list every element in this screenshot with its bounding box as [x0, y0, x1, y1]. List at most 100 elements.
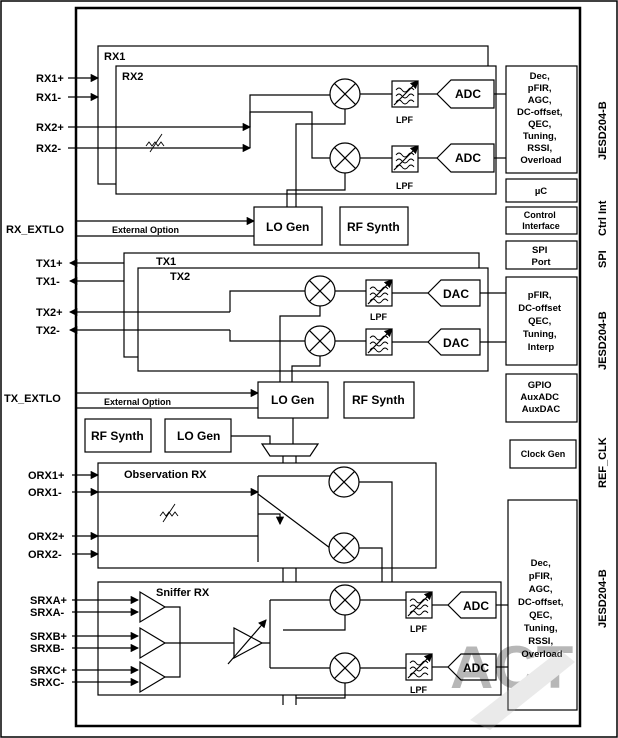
gpio-text: GPIO AuxADC AuxDAC — [520, 380, 561, 415]
rx2-label: RX2 — [122, 71, 143, 83]
tx-external-option: External Option — [104, 397, 171, 407]
chip-boundary — [74, 6, 582, 728]
rx1-lpf-icon — [392, 81, 418, 107]
orx2m-pin: ORX2- — [28, 549, 62, 561]
orx1-mixer — [328, 466, 360, 498]
tx2-label: TX2 — [170, 271, 190, 283]
tx-extlo-pin: TX_EXTLO — [4, 393, 61, 405]
tx-rf-synth-label: RF Synth — [352, 393, 405, 407]
tx-dsp-block — [505, 276, 578, 366]
srxcm-pin: SRXC- — [30, 677, 65, 689]
sniffer-lna-b — [139, 626, 167, 660]
orx2-mixer — [328, 532, 360, 564]
rx-rf-synth-block[interactable] — [339, 206, 409, 246]
rx1-lpf-label: LPF — [396, 115, 414, 125]
tx2p-pin: TX2+ — [36, 307, 63, 319]
tx2m-pin: TX2- — [36, 325, 60, 337]
control-interface-block — [505, 206, 578, 235]
tx2-dac-label: DAC — [443, 336, 469, 350]
srx1-mixer — [329, 584, 361, 616]
tx1m-pin: TX1- — [36, 276, 60, 288]
rx2-lpf-icon — [392, 146, 418, 172]
tx1-mixer — [304, 275, 336, 307]
spi-port-block — [505, 240, 578, 270]
tx-dsp-text: pFIR, DC-offset QEC, Tuning, Interp — [518, 290, 563, 353]
srxam-pin: SRXA- — [30, 607, 65, 619]
srxbp-pin: SRXB+ — [30, 631, 67, 643]
srx1-lpf-icon — [406, 592, 432, 618]
tx-rf-synth-block[interactable] — [343, 381, 415, 419]
rx-attenuator-icon — [145, 133, 165, 153]
srx2-mixer — [329, 652, 361, 684]
rx1-label: RX1 — [104, 51, 125, 63]
srxap-pin: SRXA+ — [30, 595, 67, 607]
aux-rf-synth-label: RF Synth — [91, 429, 144, 443]
rx1m-pin: RX1- — [36, 92, 61, 104]
lo-mux — [260, 443, 320, 457]
srx2-adc-label: ADC — [463, 661, 489, 675]
orx1m-pin: ORX1- — [28, 487, 62, 499]
aux-rf-synth-block[interactable] — [84, 418, 152, 453]
srxcp-pin: SRXC+ — [30, 665, 67, 677]
tx1-label: TX1 — [156, 256, 176, 268]
rx-rf-synth-label: RF Synth — [347, 220, 400, 234]
clock-gen-block — [509, 439, 577, 469]
gpio-block — [505, 373, 578, 423]
rx2-adc-label: ADC — [455, 151, 481, 165]
tx2-mixer — [304, 325, 336, 357]
tx1-lpf-icon — [366, 280, 392, 306]
uc-label: µC — [535, 186, 547, 197]
rx2p-pin: RX2+ — [36, 122, 64, 134]
ref-clk-label: REF_CLK — [597, 437, 609, 488]
jesd-rx-label: JESD204-B — [597, 101, 609, 160]
tx1p-pin: TX1+ — [36, 258, 63, 270]
rx2m-pin: RX2- — [36, 143, 61, 155]
orx-frame — [97, 462, 437, 569]
sniffer-frame — [97, 581, 502, 696]
uc-block — [505, 178, 578, 203]
clock-gen-label: Clock Gen — [521, 449, 566, 459]
orx-dsp-text: Dec, pFIR, AGC, DC-offset, QEC, Tuning, … — [518, 558, 566, 660]
sniffer-label: Sniffer RX — [156, 587, 210, 599]
tx1-dac-label: DAC — [443, 287, 469, 301]
srx1-adc-label: ADC — [463, 599, 489, 613]
srxbm-pin: SRXB- — [30, 643, 65, 655]
spi-port-text: SPI Port — [532, 245, 552, 268]
orx-label: Observation RX — [124, 469, 207, 481]
sniffer-vga — [233, 626, 264, 660]
tx-lpf-label: LPF — [370, 312, 388, 322]
rx-dsp-text: Dec, pFIR, AGC, DC-offset, QEC, Tuning, … — [517, 71, 565, 166]
spi-label: SPI — [597, 250, 609, 268]
aux-lo-gen-block[interactable] — [164, 418, 232, 453]
rx1-mixer — [329, 78, 361, 110]
orx1p-pin: ORX1+ — [28, 470, 64, 482]
orx-attenuator-icon — [159, 503, 179, 523]
jesd-tx-label: JESD204-B — [597, 311, 609, 370]
svg-text:ACT: ACT — [450, 634, 573, 701]
orx2p-pin: ORX2+ — [28, 531, 64, 543]
watermark-logo: ACT — [450, 634, 575, 730]
tx2-lpf-icon — [366, 329, 392, 355]
rx-lo-gen-label: LO Gen — [266, 220, 309, 234]
rx2-mixer — [329, 142, 361, 174]
aux-lo-gen-label: LO Gen — [177, 429, 220, 443]
jesd-orx-label: JESD204-B — [597, 569, 609, 628]
srx1-lpf-label: LPF — [410, 624, 428, 634]
rx1-adc-label: ADC — [455, 87, 481, 101]
sniffer-lna-c — [139, 660, 167, 694]
tx-lo-gen-block[interactable] — [257, 381, 329, 419]
rx2-frame — [115, 65, 497, 195]
rx-lo-gen-block[interactable] — [253, 206, 323, 246]
orx-dsp-block — [507, 499, 578, 711]
tx-lo-gen-label: LO Gen — [271, 393, 314, 407]
rx-extlo-pin: RX_EXTLO — [6, 224, 65, 236]
srx2-lpf-label: LPF — [410, 685, 428, 695]
rx1p-pin: RX1+ — [36, 73, 64, 85]
srx2-lpf-icon — [406, 654, 432, 680]
ctrl-int-label: Ctrl Int — [597, 200, 609, 236]
rx2-lpf-label: LPF — [396, 181, 414, 191]
sniffer-lna-a — [139, 590, 167, 624]
control-interface-text: Control Interface — [522, 210, 560, 231]
rx-external-option: External Option — [112, 225, 179, 235]
